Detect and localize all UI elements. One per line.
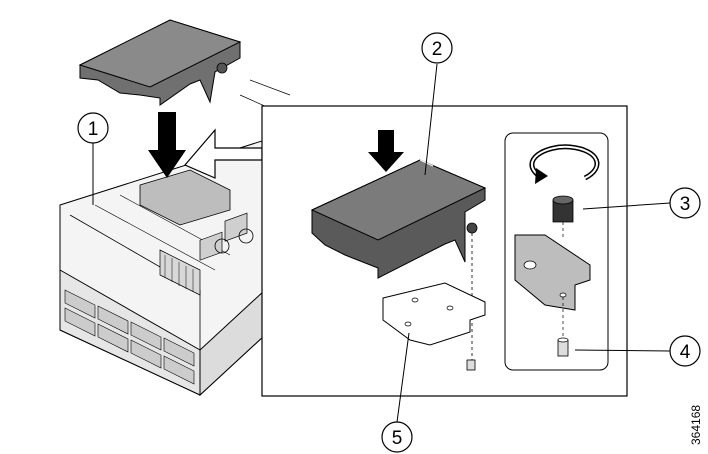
callout-2: 2 xyxy=(421,32,453,64)
server-chassis xyxy=(59,79,291,397)
svg-text:3: 3 xyxy=(680,194,691,215)
mounting-bracket xyxy=(382,282,486,346)
drive-bays xyxy=(64,289,195,385)
figure-id: 364168 xyxy=(689,405,703,445)
inset-thumbscrew-icon xyxy=(552,195,574,240)
inset-standoff xyxy=(557,337,569,357)
rotate-arrow-icon xyxy=(529,144,600,184)
leader-lines xyxy=(92,63,671,423)
down-arrow-icon xyxy=(148,112,186,178)
svg-text:5: 5 xyxy=(392,428,403,449)
callout-5: 5 xyxy=(381,421,413,453)
inset-bracket-plate xyxy=(514,234,591,340)
thumbscrew-icon xyxy=(216,62,228,74)
air-baffle-cover-top xyxy=(78,19,242,106)
air-baffle-detail xyxy=(310,159,487,360)
svg-text:4: 4 xyxy=(680,342,691,363)
svg-text:1: 1 xyxy=(88,119,99,140)
standoff-small xyxy=(466,359,476,371)
callout-3: 3 xyxy=(669,187,701,219)
detail-thumbscrew-icon xyxy=(466,222,478,234)
callout-4: 4 xyxy=(669,335,701,367)
callout-1: 1 xyxy=(77,112,109,144)
svg-text:2: 2 xyxy=(432,39,443,60)
detail-down-arrow-icon xyxy=(368,130,404,172)
fan-modules xyxy=(199,212,254,261)
installed-baffle xyxy=(139,169,231,226)
heatsink xyxy=(159,249,201,296)
